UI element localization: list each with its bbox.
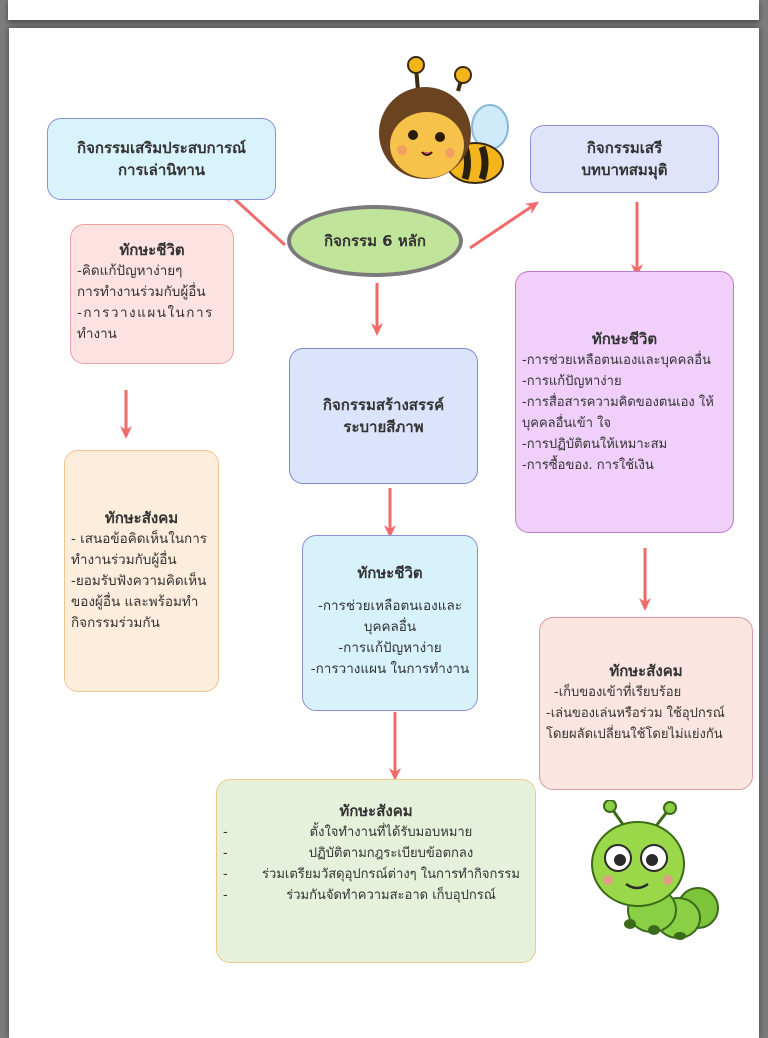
bottom-social-bullet: - — [223, 825, 228, 840]
right-life-line-1: -การช่วยเหลือตนเองและบุคคลอื่น — [522, 353, 711, 368]
left-life-line-3: -การวางแผนในการ — [77, 305, 214, 321]
previous-page-edge — [8, 0, 759, 20]
left-social-title: ทักษะสังคม — [104, 509, 179, 527]
arrow-center-to-narrative — [223, 188, 287, 247]
right-life-line-4: บุคคลอื่นเข้า ใจ — [522, 416, 612, 431]
right-life-title: ทักษะชีวิต — [591, 330, 658, 348]
activity-roleplay-box: กิจกรรมเสรี บทบาทสมมุติ — [530, 125, 719, 193]
right-life-skills-box: ทักษะชีวิต -การช่วยเหลือตนเองและบุคคลอื่… — [515, 271, 734, 533]
right-life-line-3: -การสื่อสารความคิดของตนเอง ให้ — [522, 395, 714, 410]
activity-narrative-line-1: กิจกรรมเสริมประสบการณ์ — [77, 139, 246, 157]
right-social-title: ทักษะสังคม — [609, 662, 683, 680]
right-social-skills-box: ทักษะสังคม -เก็บของเข้าที่เรียบร้อย -เล่… — [539, 617, 753, 790]
caterpillar-mascot-icon — [591, 800, 719, 940]
bottom-social-line-4: ร่วมกันจัดทำความสะอาด เก็บอุปกรณ์ — [286, 888, 496, 903]
right-life-line-2: -การแก้ปัญหาง่าย — [522, 374, 622, 389]
left-social-line-2: ทำงานร่วมกับผู้อื่น — [71, 552, 177, 568]
middle-life-line-3: -การแก้ปัญหาง่าย — [338, 640, 442, 656]
activity-roleplay-line-1: กิจกรรมเสรี — [586, 139, 663, 157]
left-life-title: ทักษะชีวิต — [119, 241, 185, 259]
left-life-skills-box: ทักษะชีวิต -คิดแก้ปัญหาง่ายๆ การทำงานร่ว… — [70, 224, 234, 364]
right-social-line-1: -เก็บของเข้าที่เรียบร้อย — [554, 685, 682, 700]
activity-narrative-line-2: การเล่านิทาน — [117, 161, 206, 179]
activity-roleplay-line-2: บทบาทสมมุติ — [581, 161, 668, 179]
bottom-social-line-3: ร่วมเตรียมวัสดุอุปกรณ์ต่างๆ ในการทำกิจกร… — [262, 867, 520, 882]
bottom-social-bullet: - — [223, 888, 228, 903]
center-label: กิจกรรม 6 หลัก — [324, 232, 426, 250]
left-social-skills-box: ทักษะสังคม - เสนอข้อคิดเห็นในการ ทำงานร่… — [64, 450, 219, 692]
center-main-activity: กิจกรรม 6 หลัก — [287, 205, 463, 277]
left-life-line-4: ทำงาน — [77, 326, 117, 342]
right-life-line-6: -การซื้อของ. การใช้เงิน — [522, 458, 654, 473]
middle-life-line-2: บุคคลอื่น — [363, 619, 417, 635]
left-social-line-1: - เสนอข้อคิดเห็นในการ — [71, 531, 208, 547]
activity-creative-line-1: กิจกรรมสร้างสรรค์ — [322, 396, 445, 414]
left-life-line-2: การทำงานร่วมกับผู้อื่น — [77, 284, 206, 300]
left-life-line-1: -คิดแก้ปัญหาง่ายๆ — [77, 263, 183, 279]
activity-creative-box: กิจกรรมสร้างสรรค์ ระบายสีภาพ — [289, 348, 478, 484]
left-social-line-3: -ยอมรับฟังความคิดเห็น — [71, 573, 207, 589]
activity-narrative-box: กิจกรรมเสริมประสบการณ์ การเล่านิทาน — [47, 118, 276, 200]
bottom-social-item: - ตั้งใจทำงานที่ได้รับมอบหมาย — [223, 822, 529, 843]
bee-mascot-icon — [379, 56, 509, 184]
middle-life-line-4: -การวางแผน ในการทำงาน — [310, 661, 470, 677]
left-social-line-4: ของผู้อื่น และพร้อมทำ — [71, 594, 199, 610]
bottom-social-line-1: ตั้งใจทำงานที่ได้รับมอบหมาย — [309, 825, 473, 840]
bottom-social-bullet: - — [223, 867, 228, 882]
bottom-social-bullet: - — [223, 846, 228, 861]
arrow-center-to-roleplay — [469, 201, 539, 250]
right-social-line-3: โดยผลัดเปลี่ยนใช้โดยไม่แย่งกัน — [546, 727, 723, 742]
right-life-line-5: -การปฏิบัติตนให้เหมาะสม — [522, 437, 668, 452]
middle-life-title: ทักษะชีวิต — [357, 564, 423, 582]
bottom-social-line-2: ปฏิบัติตามกฎระเบียบข้อตกลง — [308, 846, 474, 861]
middle-life-skills-box: ทักษะชีวิต -การช่วยเหลือตนเองและ บุคคลอื… — [302, 535, 478, 711]
bottom-social-skills-box: ทักษะสังคม - ตั้งใจทำงานที่ได้รับมอบหมาย… — [216, 779, 536, 963]
middle-life-line-1: -การช่วยเหลือตนเองและ — [318, 598, 462, 614]
bottom-social-item: - ร่วมเตรียมวัสดุอุปกรณ์ต่างๆ ในการทำกิจ… — [223, 864, 529, 885]
bottom-social-title: ทักษะสังคม — [339, 802, 413, 820]
right-social-line-2: -เล่นของเล่นหรือร่วม ใช้อุปกรณ์ — [546, 706, 725, 721]
bottom-social-item: - ปฏิบัติตามกฎระเบียบข้อตกลง — [223, 843, 529, 864]
activity-creative-line-2: ระบายสีภาพ — [343, 418, 424, 436]
bottom-social-item: - ร่วมกันจัดทำความสะอาด เก็บอุปกรณ์ — [223, 885, 529, 906]
left-social-line-5: กิจกรรมร่วมกัน — [71, 615, 160, 631]
